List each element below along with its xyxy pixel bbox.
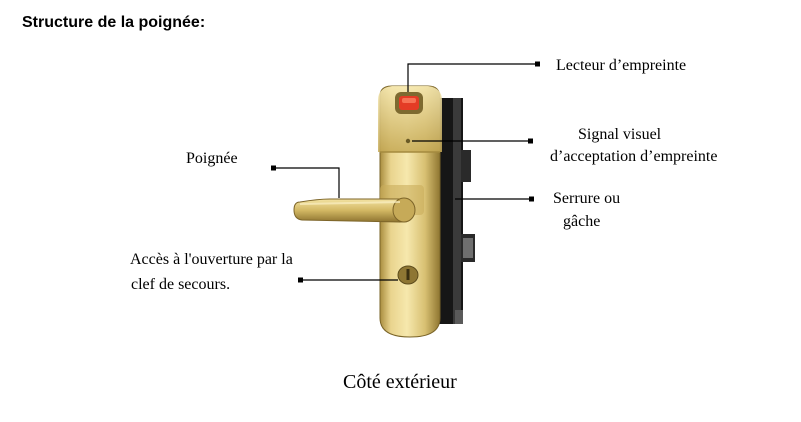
label-handle: Poignée — [186, 150, 238, 167]
mortise-lock — [437, 98, 475, 324]
fingerprint-sensor — [395, 92, 423, 114]
side-caption: Côté extérieur — [343, 371, 457, 393]
lever-handle — [293, 197, 416, 223]
label-lock-line1: Serrure ou — [553, 190, 621, 207]
key-cylinder — [397, 265, 419, 285]
label-emergency-line1: Accès à l'ouverture par la — [130, 251, 293, 268]
page-title: Structure de la poignée: — [22, 14, 206, 31]
leader-markers — [271, 61, 540, 283]
leader-lines — [274, 63, 537, 281]
label-visual-signal-line1: Signal visuel — [578, 126, 662, 143]
label-visual-signal-line2: d’acceptation d’empreinte — [550, 148, 718, 165]
label-emergency-line2: clef de secours. — [131, 276, 231, 293]
label-lock-line2: gâche — [563, 213, 601, 230]
label-fingerprint-reader: Lecteur d’empreinte — [556, 57, 687, 74]
indicator-light — [405, 138, 411, 144]
